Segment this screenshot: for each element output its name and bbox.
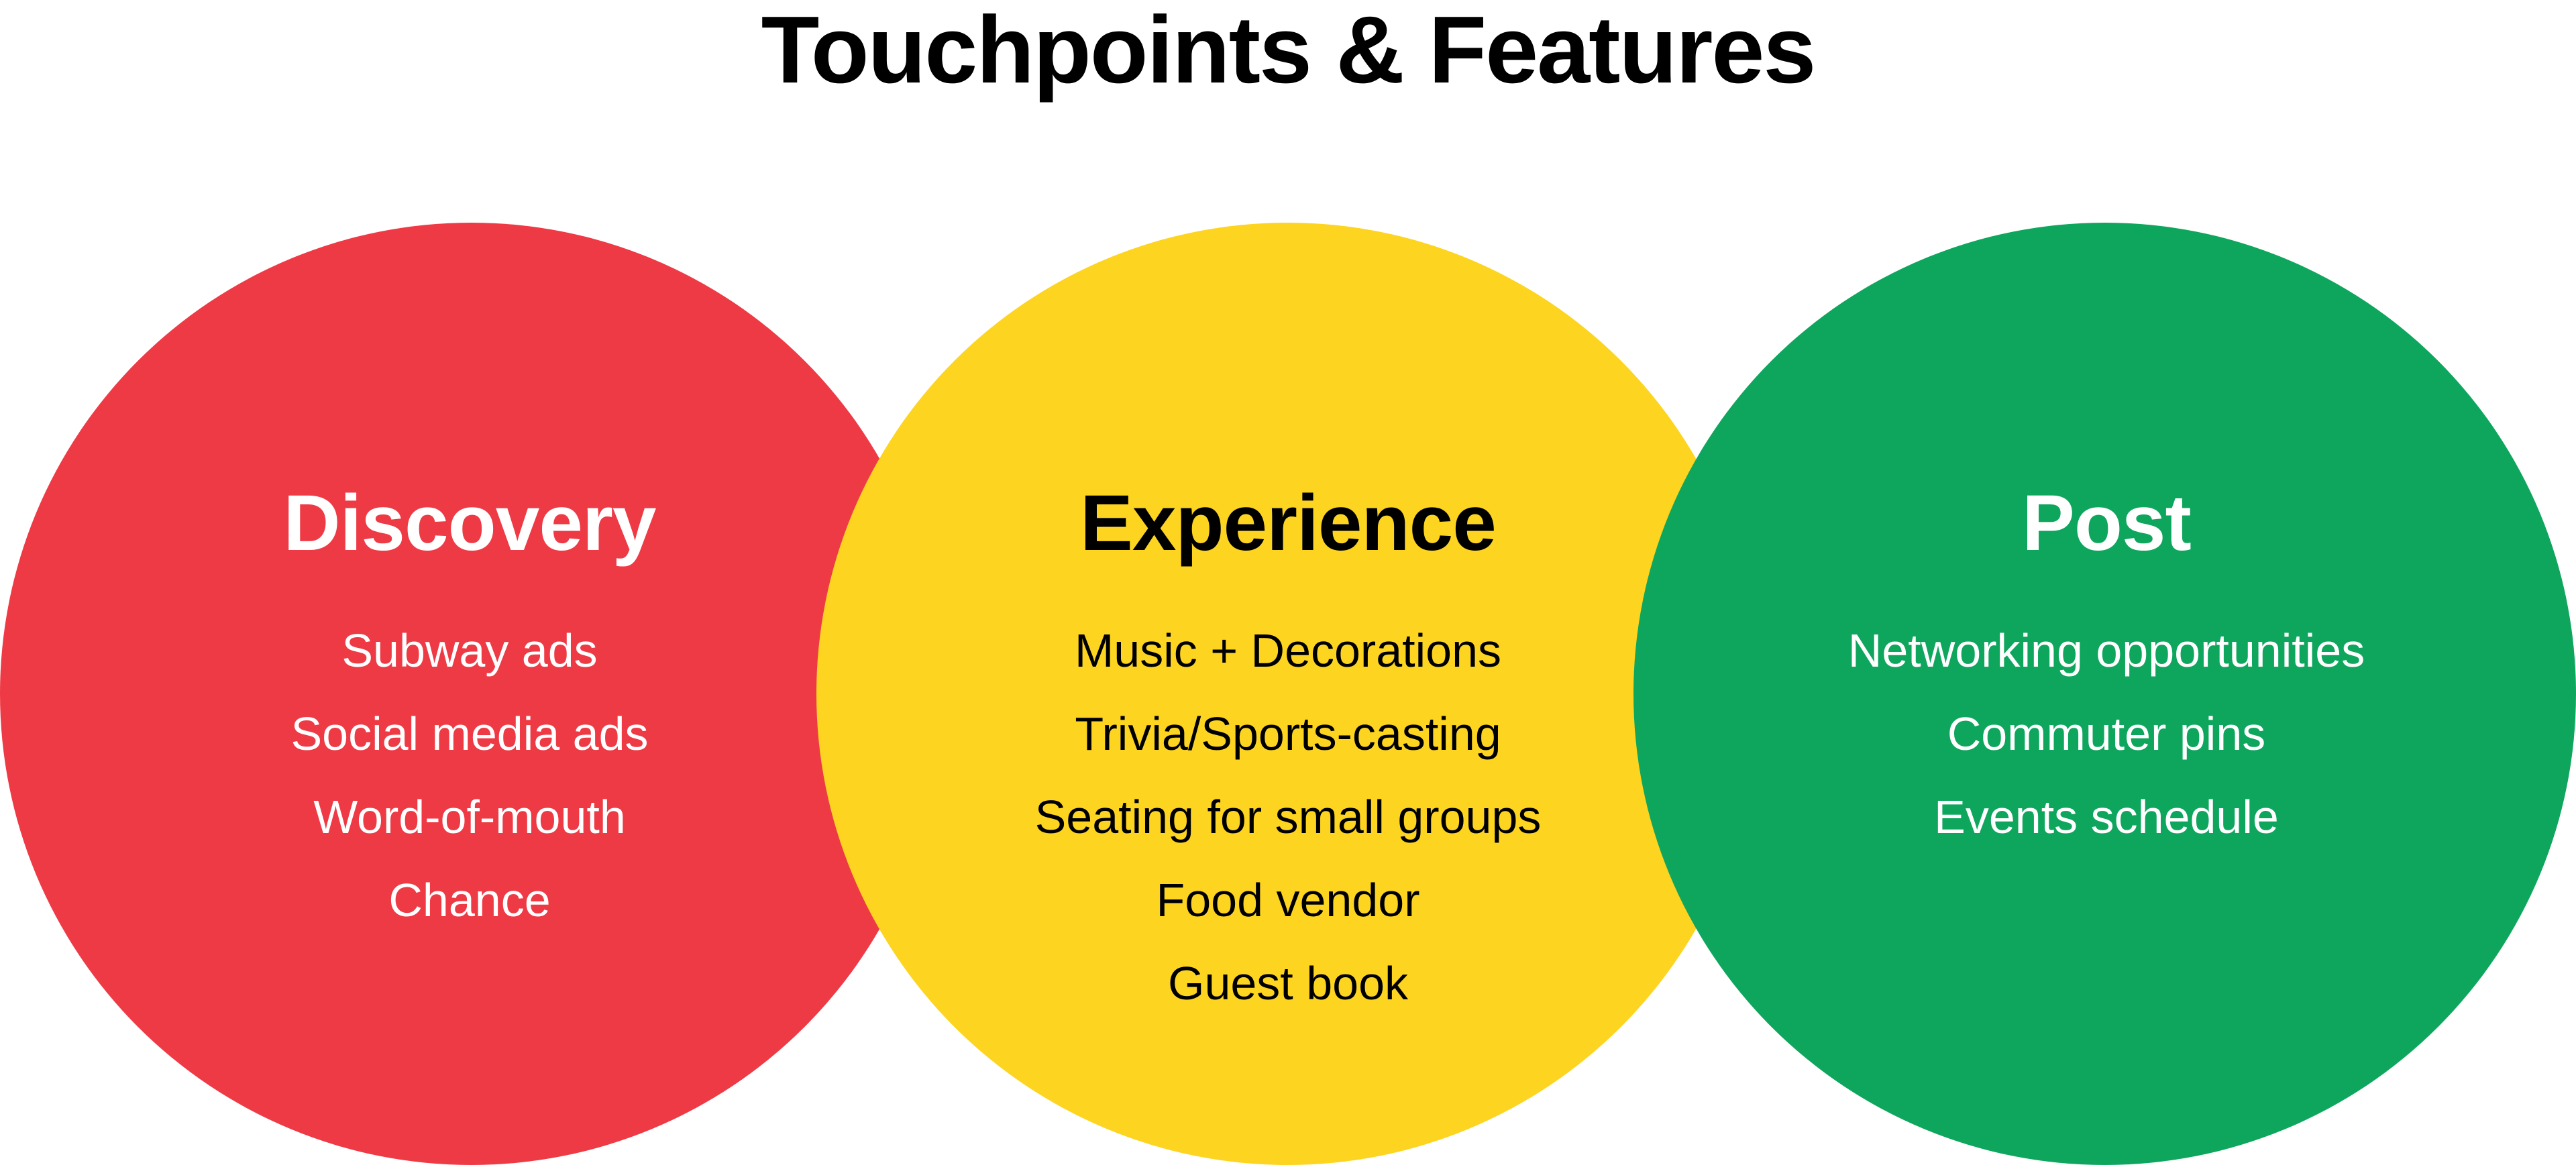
experience-item: Seating for small groups xyxy=(1034,791,1542,843)
post-heading: Post xyxy=(2022,479,2192,567)
page-title: Touchpoints & Features xyxy=(761,0,1817,103)
post-item: Events schedule xyxy=(1934,791,2279,843)
discovery-item: Word-of-mouth xyxy=(313,791,626,843)
experience-item: Guest book xyxy=(1168,957,1408,1009)
experience-item: Trivia/Sports-casting xyxy=(1075,708,1501,760)
discovery-item: Chance xyxy=(388,874,551,926)
post-list: Networking opportunities Commuter pins E… xyxy=(1771,609,2442,858)
experience-item: Food vendor xyxy=(1156,874,1420,926)
discovery-stage: Discovery Subway ads Social media ads Wo… xyxy=(134,469,805,942)
discovery-circle xyxy=(0,223,943,1165)
experience-heading: Experience xyxy=(1080,479,1497,567)
discovery-list: Subway ads Social media ads Word-of-mout… xyxy=(134,609,805,942)
experience-stage: Experience Music + Decorations Trivia/Sp… xyxy=(953,469,1623,1025)
post-stage: Post Networking opportunities Commuter p… xyxy=(1771,469,2442,858)
experience-list: Music + Decorations Trivia/Sports-castin… xyxy=(953,609,1623,1025)
post-item: Networking opportunities xyxy=(1847,624,2365,677)
discovery-heading: Discovery xyxy=(283,479,656,567)
post-circle xyxy=(1633,223,2576,1165)
discovery-item: Subway ads xyxy=(341,624,598,677)
post-item: Commuter pins xyxy=(1947,708,2266,760)
experience-item: Music + Decorations xyxy=(1074,624,1502,677)
discovery-item: Social media ads xyxy=(290,708,649,760)
experience-circle xyxy=(816,223,1759,1165)
